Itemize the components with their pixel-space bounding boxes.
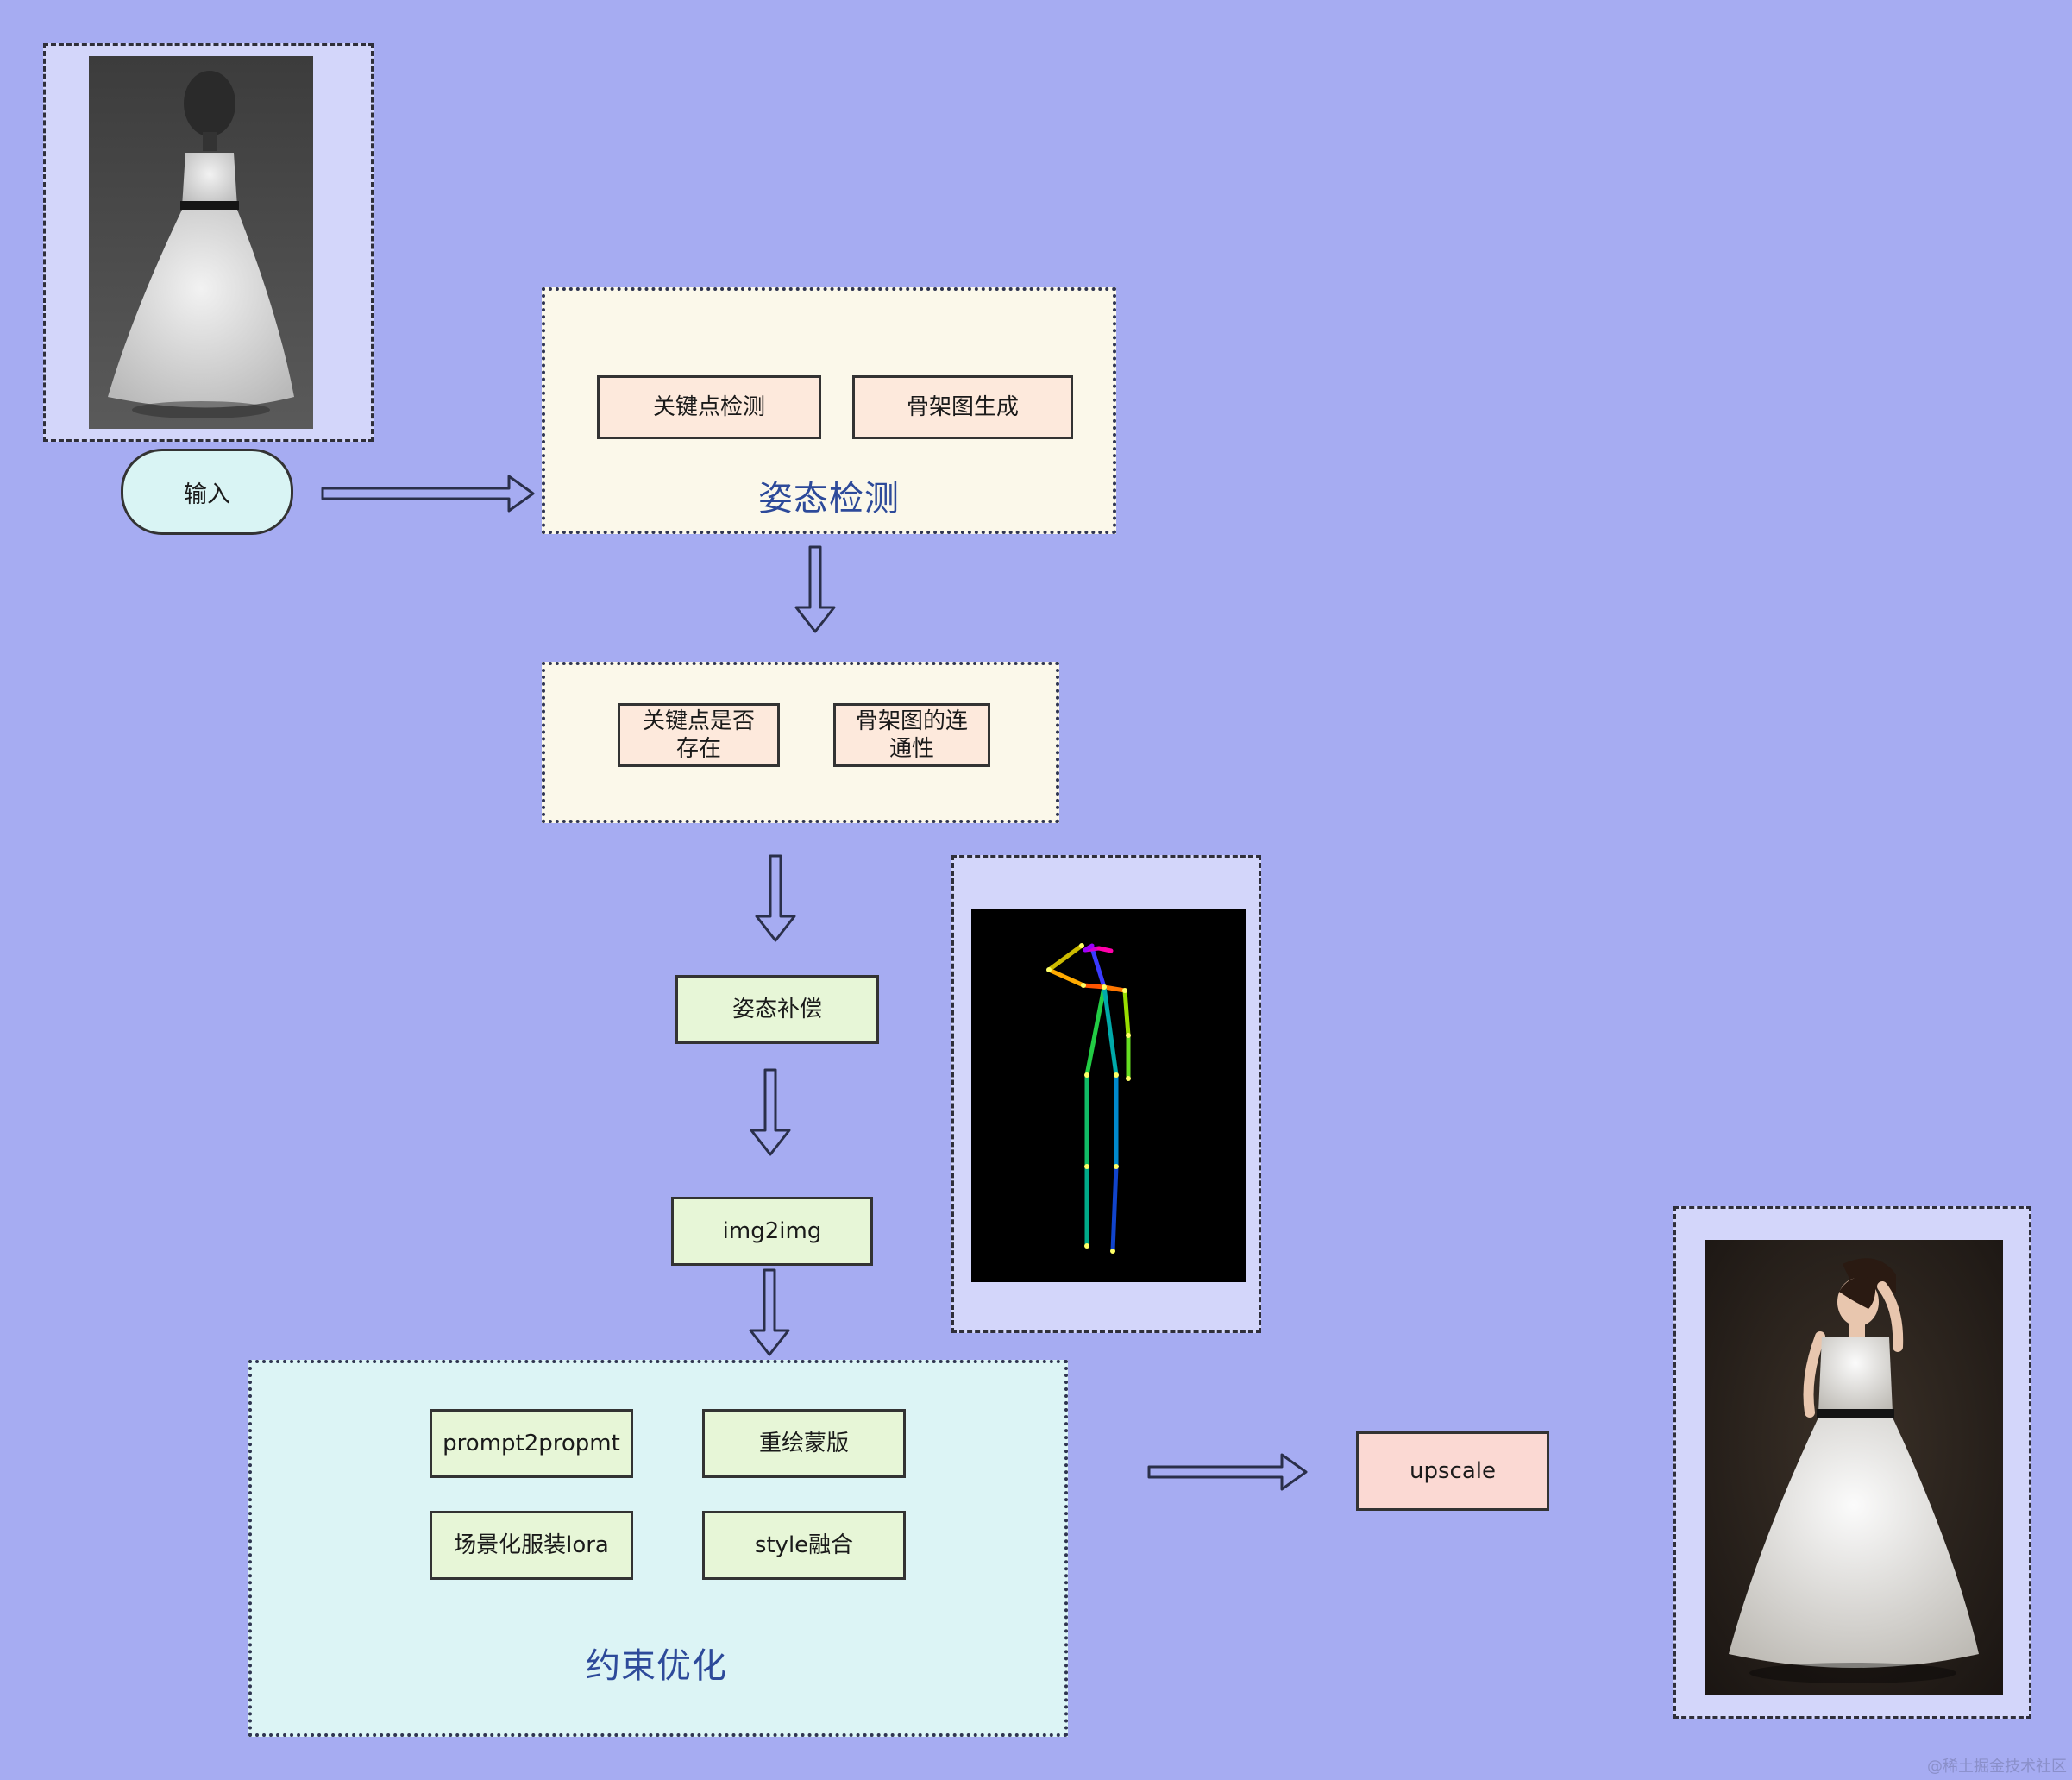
- skeleton-pose-image: [971, 909, 1246, 1282]
- constraint-optimization-panel: prompt2propmt 重绘蒙版 场景化服装lora style融合 约束优…: [248, 1360, 1068, 1737]
- watermark: @稀土掘金技术社区: [1927, 1754, 2067, 1777]
- output-dress-image: [1705, 1240, 2003, 1695]
- arrow-img2img-to-optimization: [749, 1268, 792, 1358]
- input-label: 输入: [184, 475, 230, 509]
- input-dress-image: [89, 56, 313, 429]
- arrow-compensation-to-img2img: [750, 1068, 793, 1158]
- keypoint-detection-box: 关键点检测: [597, 375, 821, 439]
- scene-clothing-lora-box: 场景化服装lora: [430, 1511, 633, 1580]
- skeleton-image-frame: [951, 855, 1261, 1333]
- arrow-input-to-pose-detection: [321, 473, 537, 514]
- img2img-box: img2img: [671, 1197, 873, 1266]
- pose-detection-panel: 关键点检测 骨架图生成 姿态检测: [542, 287, 1116, 534]
- inpaint-mask-box: 重绘蒙版: [702, 1409, 906, 1478]
- keypoint-existence-box: 关键点是否 存在: [618, 703, 780, 767]
- arrow-check-to-compensation: [755, 854, 798, 944]
- input-node: 输入: [121, 449, 293, 535]
- pose-detection-title: 姿态检测: [545, 470, 1113, 520]
- output-image-frame: [1673, 1206, 2031, 1719]
- arrow-pose-detection-to-check: [794, 545, 838, 635]
- pose-check-panel: 关键点是否 存在 骨架图的连 通性: [542, 662, 1059, 823]
- prompt2propmt-box: prompt2propmt: [430, 1409, 633, 1478]
- pose-compensation-box: 姿态补偿: [675, 975, 879, 1044]
- skeleton-generation-box: 骨架图生成: [852, 375, 1073, 439]
- skeleton-connectivity-box: 骨架图的连 通性: [833, 703, 990, 767]
- input-image-frame: [43, 43, 374, 442]
- constraint-optimization-title: 约束优化: [248, 1638, 1064, 1688]
- arrow-optimization-to-upscale: [1147, 1451, 1309, 1493]
- style-fusion-box: style融合: [702, 1511, 906, 1580]
- upscale-box: upscale: [1356, 1431, 1549, 1511]
